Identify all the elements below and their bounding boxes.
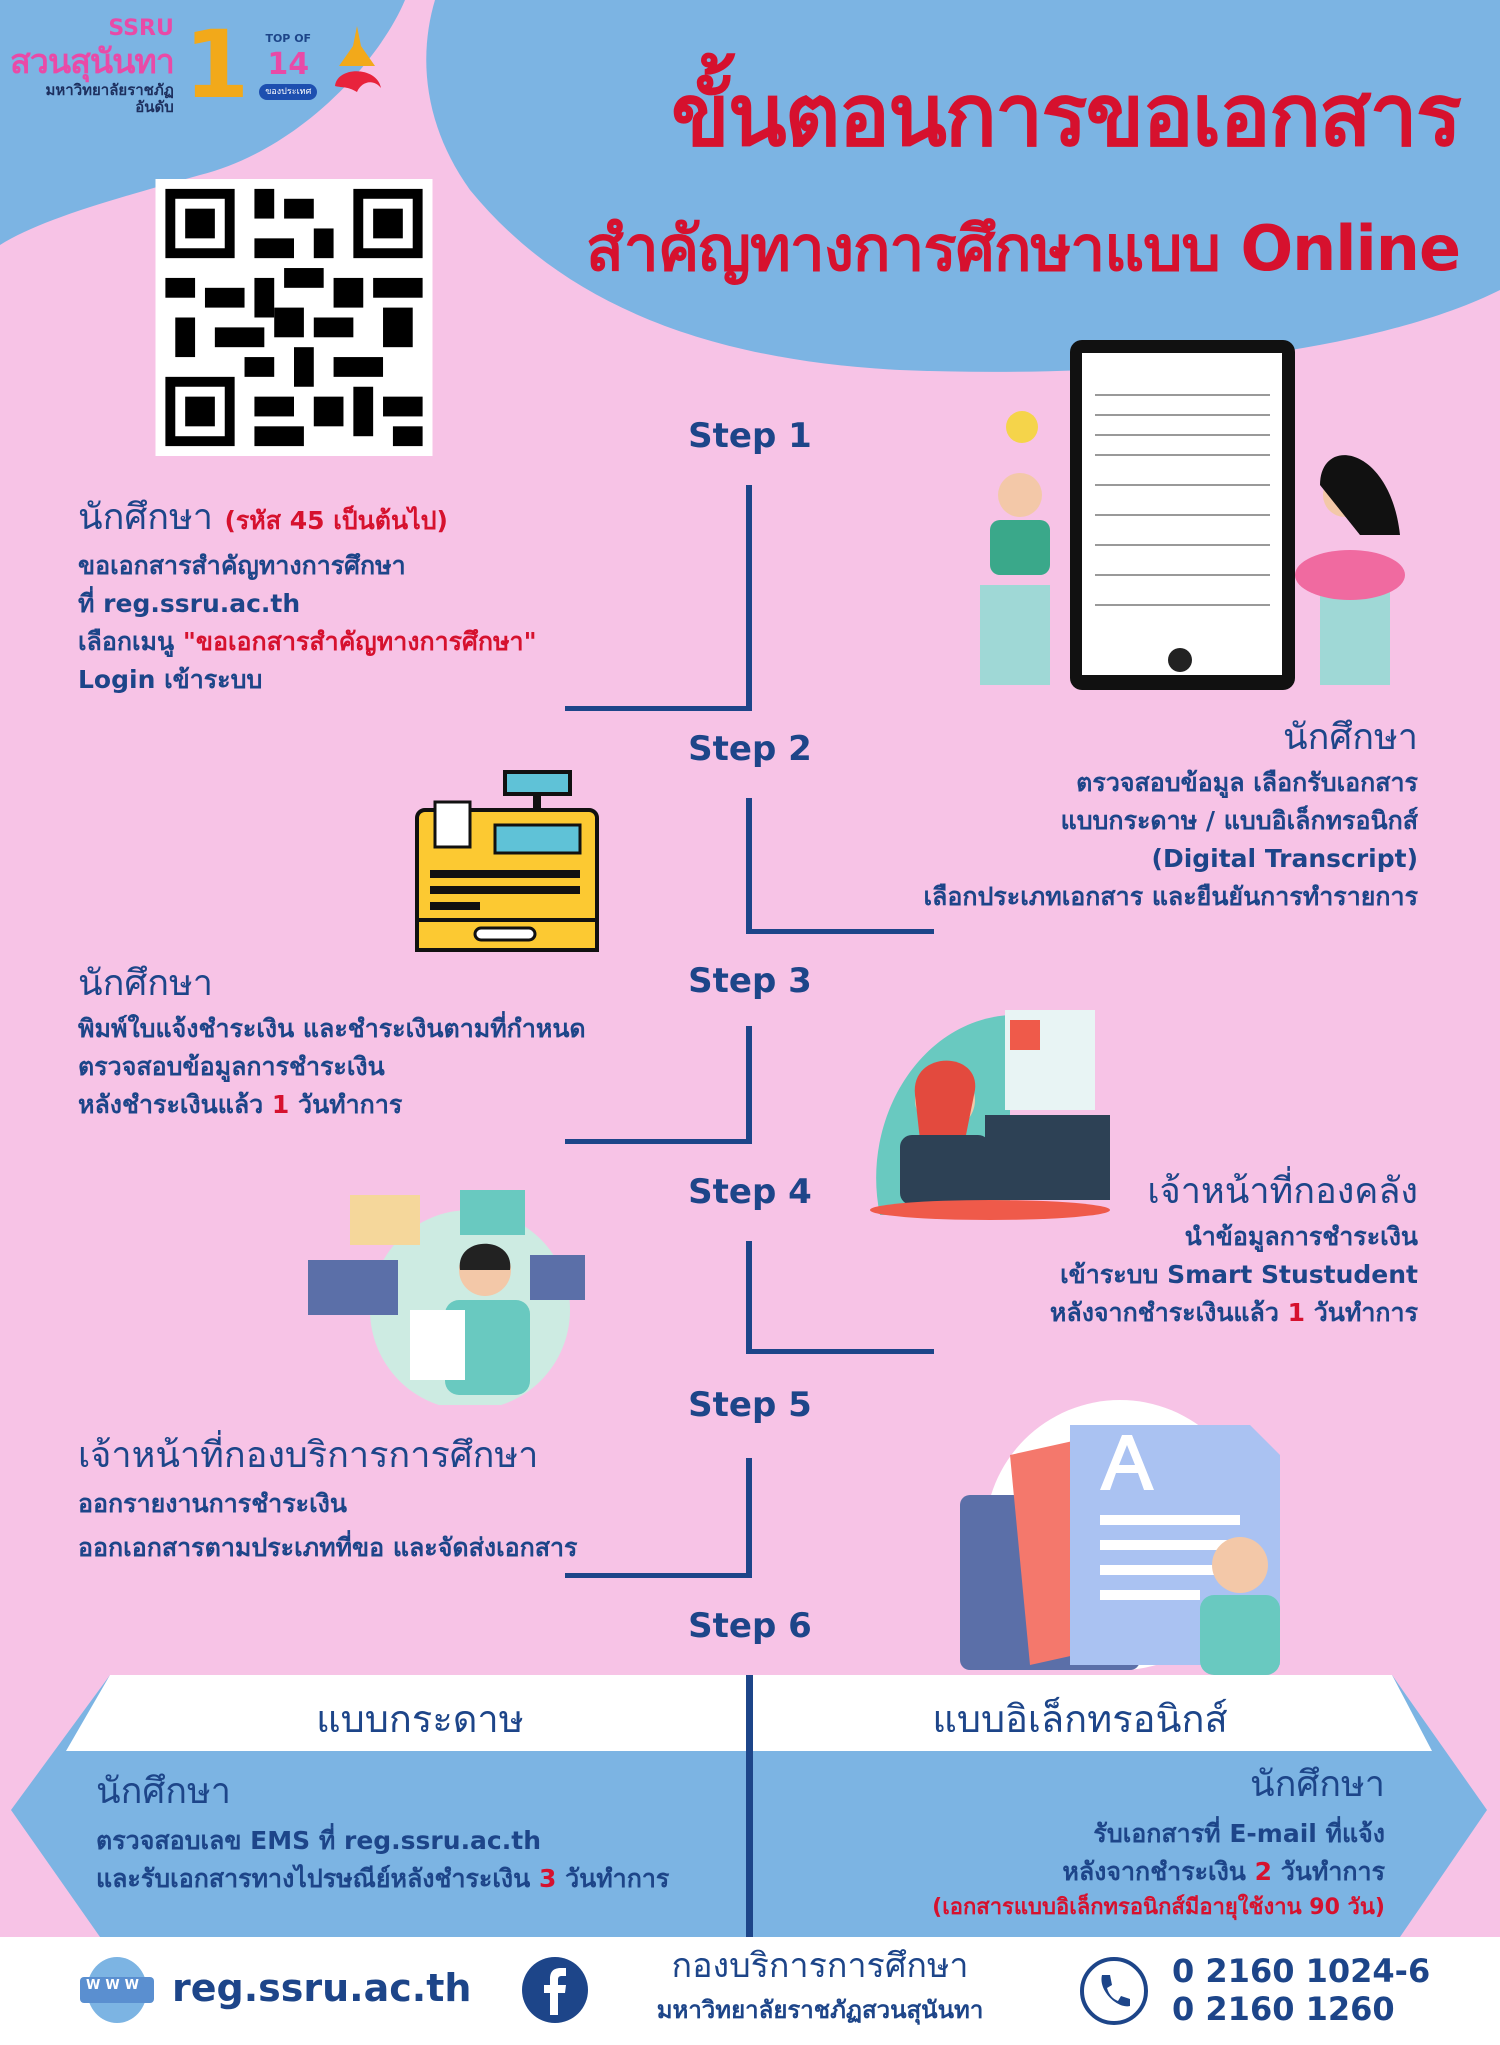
connector-line [746,1241,752,1354]
university-emblem-icon [335,26,382,92]
document-illustration [960,1400,1280,1675]
connector-line [746,1349,934,1354]
rank-prefix: อันดับ [135,98,174,116]
page-title-line2: สำคัญทางการศึกษาแบบ Online [586,212,1461,285]
connector-line [746,485,752,711]
facebook-page-name[interactable]: กองบริการการศึกษา [671,1946,969,1986]
step-4-description: เจ้าหน้าที่กองคลัง นำข้อมูลการชำระเงิน เ… [1049,1171,1418,1327]
step-6-label: Step 6 [688,1606,812,1646]
top-ranking-badge: TOP OF 14 ของประเทศ [259,32,318,100]
step-3-description: นักศึกษา พิมพ์ใบแจ้งชำระเงิน และชำระเงิน… [78,963,586,1119]
top-of-label: TOP OF [265,32,312,45]
phone-icon [1080,1957,1148,2025]
website-link[interactable]: reg.ssru.ac.th [172,1966,472,2010]
rank-number: 1 [183,11,250,120]
paper-option-title: แบบกระดาษ [316,1697,524,1741]
step-5-label: Step 5 [688,1385,812,1425]
step-2-label: Step 2 [688,729,812,769]
connector-line [746,929,934,934]
connector-line [746,798,752,934]
connector-line [565,1573,752,1578]
electronic-option-description: นักศึกษา รับเอกสารที่ E-mail ที่แจ้ง หลั… [932,1764,1385,1920]
university-subtitle: มหาวิทยาลัยราชภัฏ [45,81,174,99]
cash-register-illustration [415,770,599,952]
connector-line [746,1458,752,1578]
facebook-icon[interactable] [520,1955,590,2025]
ssru-logo-label: SSRU [108,16,174,41]
connector-line [746,1026,752,1144]
www-label: WWW [86,1978,145,1993]
letter-a-icon [1100,1435,1154,1490]
paper-option-description: นักศึกษา ตรวจสอบเลข EMS ที่ reg.ssru.ac.… [96,1771,670,1893]
step-2-description: นักศึกษา ตรวจสอบข้อมูล เลือกรับเอกสาร แบ… [923,717,1418,911]
university-logo: SSRU สวนสุนันทา มหาวิทยาลัยราชภัฏ อันดับ… [10,16,387,116]
country-badge: ของประเทศ [259,84,318,100]
connector-line [565,706,752,711]
connector-line [565,1139,752,1144]
step-3-label: Step 3 [688,961,812,1001]
step-1-description: นักศึกษา (รหัส 45 เป็นต้นไป) ขอเอกสารสำค… [78,497,537,694]
page-title-line1: ขั้นตอนการขอเอกสาร [671,66,1462,166]
top-number: 14 [267,47,310,82]
phone-numbers: 0 2160 1024-6 0 2160 1260 [1172,1952,1431,2028]
accountant-illustration [870,1010,1110,1220]
qr-code[interactable] [154,179,434,456]
logo-text-column: SSRU สวนสุนันทา มหาวิทยาลัยราชภัฏ อันดับ [10,16,175,116]
university-name-logo: สวนสุนันทา [10,42,175,82]
analyst-illustration [308,1190,585,1405]
electronic-option-title: แบบอิเล็กทรอนิกส์ [932,1697,1228,1741]
transcript-tablet-illustration [980,340,1405,690]
globe-icon [80,1957,154,2023]
step-4-label: Step 4 [688,1172,812,1212]
step-1-label: Step 1 [688,416,812,456]
step-5-description: เจ้าหน้าที่กองบริการการศึกษา ออกรายงานกา… [78,1435,578,1562]
facebook-page-university: มหาวิทยาลัยราชภัฏสวนสุนันทา [656,1996,984,2024]
